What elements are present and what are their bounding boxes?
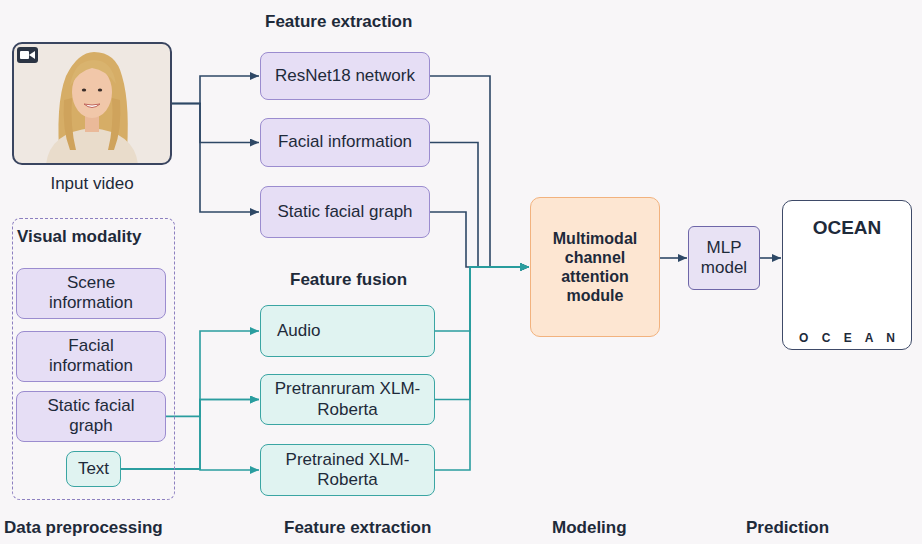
node-label: Audio (277, 321, 320, 341)
node-label: O C E A N (783, 331, 911, 345)
section-label: Data preprocessing (4, 518, 163, 538)
input-box: Facial information (16, 331, 166, 382)
node-label: Static facial graph (25, 396, 157, 437)
node-label: OCEAN (783, 217, 911, 240)
connector-arrow (172, 104, 259, 213)
node-label: Visual modality (17, 227, 141, 247)
process-box: Static facial graph (260, 186, 430, 238)
process-box: ResNet18 network (260, 52, 430, 100)
section-label: Modeling (552, 518, 627, 538)
node-label: Pretranruram XLM-Roberta (269, 379, 426, 420)
connector-arrow (660, 257, 687, 259)
node-label: MLP model (693, 238, 755, 279)
node-label: Text (78, 459, 109, 479)
camera-icon (17, 47, 38, 63)
section-label: Feature extraction (284, 518, 431, 538)
process-box: Facial information (260, 118, 430, 167)
connector-arrow (435, 267, 529, 331)
connector-arrow (435, 267, 529, 470)
input-box: Scene information (16, 268, 166, 319)
connector-arrow (121, 469, 259, 470)
process-box: Pretrained XLM-Roberta (260, 444, 435, 496)
output-box: OCEAN O C E A N (782, 200, 912, 350)
connector-arrow (760, 257, 781, 259)
group-box: Visual modalityScene informationFacial i… (12, 218, 175, 500)
input-box: Static facial graph (16, 391, 166, 442)
node-label: Scene information (25, 273, 157, 314)
node-label: Facial information (278, 132, 412, 152)
connector-arrow (430, 212, 529, 267)
connector-arrow (430, 143, 529, 268)
attention-box: Multimodal channel attention module (530, 197, 660, 337)
connector-arrow (435, 267, 529, 400)
connector-arrow (172, 104, 259, 143)
model-box: MLP model (688, 226, 760, 290)
portrait-photo (13, 43, 171, 164)
section-label: Feature fusion (290, 270, 407, 290)
node-label: Static facial graph (277, 202, 412, 222)
node-label: Input video (14, 174, 170, 194)
section-label: Prediction (746, 518, 829, 538)
section-label: Feature extraction (265, 12, 412, 32)
video-frame: Input video (12, 42, 172, 165)
node-label: ResNet18 network (275, 66, 415, 86)
connector-arrow (172, 76, 259, 104)
input-box: Text (66, 451, 121, 487)
node-label: Multimodal channel attention module (535, 229, 655, 306)
process-box: Audio (260, 305, 435, 357)
node-label: Pretrained XLM-Roberta (269, 450, 426, 491)
node-label: Facial information (25, 336, 157, 377)
connector-arrow (166, 400, 259, 417)
connector-arrow (430, 76, 529, 267)
process-box: Pretranruram XLM-Roberta (260, 374, 435, 425)
